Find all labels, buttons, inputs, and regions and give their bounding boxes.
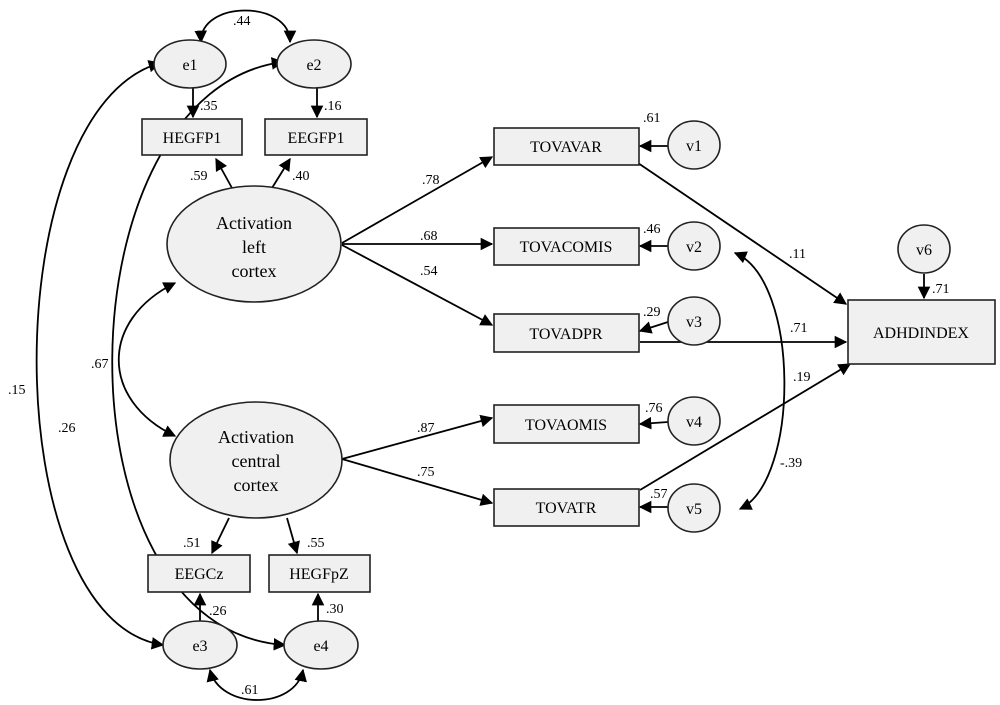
path-left-tovavar — [341, 156, 494, 244]
coef-v6-adhd: .71 — [932, 282, 950, 297]
tovatr-label: TOVATR — [536, 500, 597, 517]
residual-node-v1: v1 — [667, 120, 721, 170]
measure-tovadpr: TOVADPR — [493, 313, 640, 353]
tovadpr-label: TOVADPR — [529, 326, 603, 343]
v3-label: v3 — [686, 314, 702, 331]
path-left-eegfp1 — [271, 157, 291, 189]
coef-e2-eegfp1: .16 — [324, 99, 342, 114]
coef-e3-eegcz: .26 — [209, 604, 227, 619]
coef-left-tovadpr: .54 — [420, 264, 438, 279]
path-central-eegcz — [211, 517, 230, 555]
coef-v4-tovaomis: .76 — [645, 401, 663, 416]
coef-tovavar-adhd: .11 — [789, 247, 806, 262]
path-left-tovadpr — [341, 244, 494, 326]
path-central-tovatr — [341, 458, 494, 506]
v6-label: v6 — [916, 242, 932, 259]
coef-left-tovacomis: .68 — [420, 229, 438, 244]
coef-v1-tovavar: .61 — [643, 111, 661, 126]
e3-label: e3 — [192, 638, 207, 655]
coef-tovatr-adhd: .19 — [793, 370, 811, 385]
central-cortex-line1: Activation — [218, 427, 294, 447]
coef-central-eegcz: .51 — [183, 536, 201, 551]
coef-e3-e4: .61 — [241, 683, 259, 698]
path-tovatr-adhd — [639, 363, 852, 491]
indicator-hegfpz: HEGFpZ — [268, 554, 371, 593]
coef-left-hegfp1: .59 — [190, 169, 208, 184]
tovacomis-label: TOVACOMIS — [520, 239, 613, 256]
central-cortex-line3: cortex — [234, 475, 279, 495]
indicator-hegfp1: HEGFP1 — [141, 118, 243, 156]
coef-e1-e3: .15 — [8, 383, 26, 398]
path-central-hegfpz — [286, 517, 300, 555]
residual-node-v5: v5 — [667, 483, 721, 533]
error-node-e2: e2 — [276, 39, 352, 89]
v4-label: v4 — [686, 414, 702, 431]
measure-tovacomis: TOVACOMIS — [493, 227, 640, 266]
residual-node-v3: v3 — [667, 296, 721, 346]
coef-v3-tovadpr: .29 — [643, 305, 661, 320]
adhdindex-label: ADHDINDEX — [873, 325, 969, 342]
e4-label: e4 — [313, 638, 328, 655]
latent-left-cortex: Activation left cortex — [166, 185, 342, 303]
left-cortex-line1: Activation — [216, 213, 292, 233]
coef-left-tovavar: .78 — [422, 173, 440, 188]
coef-e4-hegfpz: .30 — [326, 602, 344, 617]
coef-left-eegfp1: .40 — [292, 169, 310, 184]
outcome-adhdindex: ADHDINDEX — [847, 299, 996, 365]
covariance-e3-e4 — [206, 668, 307, 701]
eegfp1-label: EEGFP1 — [288, 130, 345, 147]
covariance-e1-e3 — [35, 60, 165, 650]
v5-label: v5 — [686, 501, 702, 518]
coef-central-tovatr: .75 — [417, 465, 435, 480]
path-left-hegfp1 — [215, 157, 233, 189]
v2-label: v2 — [686, 239, 702, 256]
error-node-e4: e4 — [283, 620, 359, 670]
coef-central-tovaomis: .87 — [417, 421, 435, 436]
coef-tovadpr-adhd: .71 — [790, 321, 808, 336]
coef-central-hegfpz: .55 — [307, 536, 325, 551]
hegfpz-label: HEGFpZ — [289, 566, 349, 583]
covariance-e2-e4 — [111, 57, 287, 651]
e2-label: e2 — [306, 57, 321, 74]
v1-label: v1 — [686, 138, 702, 155]
central-cortex-line2: central — [232, 451, 281, 471]
coef-v2-tovacomis: .46 — [643, 222, 661, 237]
left-cortex-line3: cortex — [232, 261, 277, 281]
nodes: e1 e2 e3 e4 HEGFP1 EEGFP1 EEGCz H — [141, 39, 996, 670]
covariance-left-central — [117, 282, 177, 437]
covariance-e1-e2 — [194, 9, 297, 44]
tovaomis-label: TOVAOMIS — [525, 417, 607, 434]
path-v3-tovadpr — [638, 321, 669, 334]
coef-v2-v5: -.39 — [780, 456, 802, 471]
indicator-eegcz: EEGCz — [147, 554, 251, 593]
residual-node-v6: v6 — [897, 224, 951, 274]
residual-node-v4: v4 — [667, 396, 721, 446]
connections — [35, 9, 931, 701]
error-node-e3: e3 — [162, 620, 238, 670]
coef-e1-hegfp1: .35 — [200, 99, 218, 114]
e1-label: e1 — [182, 57, 197, 74]
covariance-v2-v5 — [733, 251, 786, 510]
error-node-e1: e1 — [153, 39, 227, 89]
path-v4-tovaomis — [638, 416, 669, 430]
measure-tovaomis: TOVAOMIS — [493, 404, 640, 444]
measure-tovatr: TOVATR — [493, 488, 640, 527]
residual-node-v2: v2 — [667, 221, 721, 271]
path-tovavar-adhd — [637, 162, 848, 305]
coef-e2-e4: .26 — [58, 421, 76, 436]
measure-tovavar: TOVAVAR — [493, 127, 640, 166]
coef-v5-tovatr: .57 — [650, 487, 668, 502]
coef-e1-e2: .44 — [233, 14, 251, 29]
coefficient-labels: .44 .35 .16 .59 .40 .67 .15 .26 .51 .55 … — [8, 14, 950, 698]
coef-left-central: .67 — [91, 357, 109, 372]
tovavar-label: TOVAVAR — [530, 139, 602, 156]
indicator-eegfp1: EEGFP1 — [264, 118, 368, 156]
path-central-tovaomis — [341, 414, 494, 460]
latent-central-cortex: Activation central cortex — [169, 401, 343, 519]
left-cortex-line2: left — [242, 237, 266, 257]
hegfp1-label: HEGFP1 — [163, 130, 222, 147]
eegcz-label: EEGCz — [175, 566, 224, 583]
